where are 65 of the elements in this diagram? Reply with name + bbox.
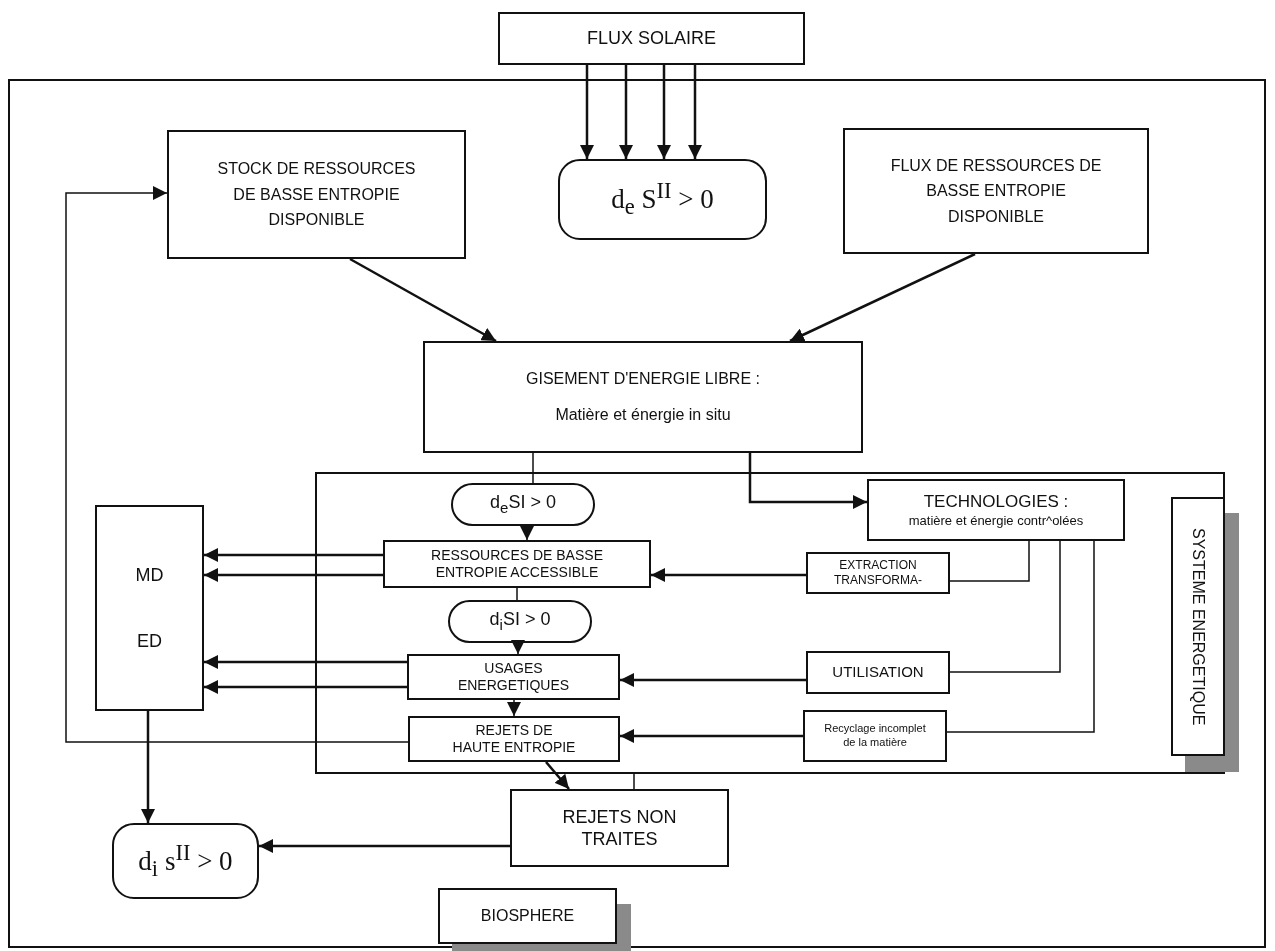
box-text: UTILISATION [831, 663, 925, 682]
connector-line [949, 540, 1030, 582]
box-text: EXTRACTION TRANSFORMA- [833, 558, 923, 588]
process-box [407, 654, 620, 700]
arrow [651, 568, 806, 582]
box-text: ED [137, 630, 162, 653]
arrow [204, 568, 383, 582]
process-box [510, 789, 729, 867]
process-box [383, 540, 651, 588]
box-text: TECHNOLOGIES : [923, 491, 1069, 513]
process-box [408, 716, 620, 762]
box-text: REJETS DE HAUTE ENTROPIE [451, 721, 577, 757]
box-text: FLUX SOLAIRE [585, 27, 717, 50]
process-box [806, 552, 950, 594]
process-box [843, 128, 1149, 254]
arrow [65, 186, 409, 743]
arrow [688, 65, 702, 159]
process-box [498, 12, 805, 65]
arrow [511, 640, 525, 655]
process-box [803, 710, 947, 762]
connector-line [532, 452, 534, 484]
box-text: d$_{e}$SI > 0 [490, 491, 556, 518]
process-box [167, 130, 466, 259]
arrow [748, 453, 867, 509]
connector-line [516, 587, 518, 601]
arrow [259, 839, 510, 853]
box-text: RESSOURCES DE BASSE ENTROPIE ACCESSIBLE [430, 546, 604, 582]
arrow [619, 65, 633, 159]
box-text: d$_{i}$SI > 0 [489, 608, 551, 635]
arrow [545, 761, 570, 790]
process-box [806, 651, 950, 694]
connector-line [949, 540, 1061, 673]
box-text: GISEMENT D'ENERGIE LIBRE : [526, 369, 760, 389]
box-text: STOCK DE RESSOURCES DE BASSE ENTROPIE DISPONIBLE [216, 159, 417, 231]
box-text: d$_{i}$ s$^{II}$ > 0 [138, 838, 233, 884]
box-text: matière et énergie contr^olées [907, 512, 1085, 529]
arrow [204, 655, 407, 669]
process-box [95, 505, 204, 711]
box-text: d$_{e}$ S$^{II}$ > 0 [611, 177, 714, 222]
arrow [657, 65, 671, 159]
arrow [204, 548, 383, 562]
rounded-box [451, 483, 595, 526]
arrow [520, 525, 534, 541]
system-frame [8, 79, 1266, 948]
arrow [789, 252, 976, 343]
box-text: USAGES ENERGETIQUES [456, 659, 571, 695]
rounded-box [448, 600, 592, 643]
arrow [580, 65, 594, 159]
box-text: Matière et énergie in situ [555, 405, 731, 425]
box-text: Recyclage incomplet de la matière [823, 722, 927, 750]
box-text: MD [135, 563, 164, 586]
arrow [507, 699, 521, 717]
arrow [349, 257, 497, 343]
rounded-box [558, 159, 767, 240]
process-box [423, 341, 863, 453]
box-text: FLUX DE RESSOURCES DE BASSE ENTROPIE DISPONIBLE [889, 155, 1103, 227]
connector-line [946, 540, 1095, 733]
arrow [620, 673, 806, 687]
rounded-box [112, 823, 259, 899]
arrow [620, 729, 803, 743]
arrow [141, 711, 155, 823]
box-text: REJETS NON TRAITES [561, 805, 678, 851]
process-box [867, 479, 1125, 541]
arrow [204, 680, 407, 694]
connector-line [633, 773, 635, 790]
